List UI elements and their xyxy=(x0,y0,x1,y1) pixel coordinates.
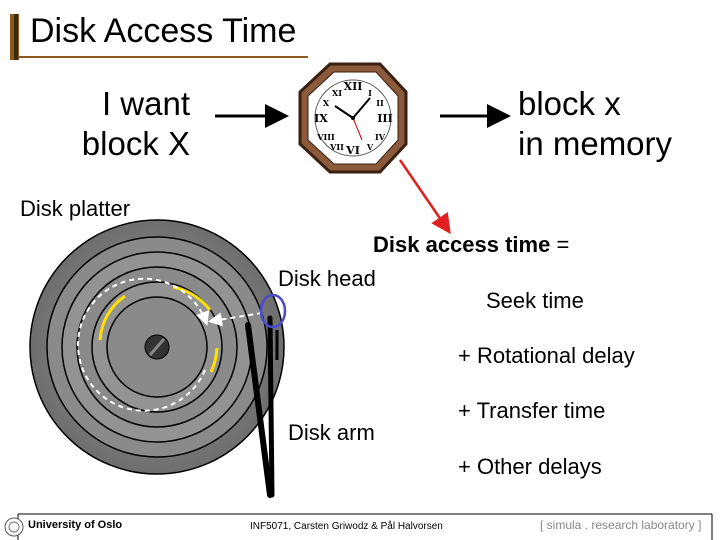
formula-item-rotational: + Rotational delay xyxy=(458,343,635,368)
svg-text:I: I xyxy=(368,88,372,98)
request-text: I want block X xyxy=(72,84,190,164)
svg-text:VII: VII xyxy=(329,142,344,152)
result-line-2: in memory xyxy=(518,125,673,162)
svg-text:XII: XII xyxy=(344,80,363,93)
footer-university: University of Oslo xyxy=(28,519,123,531)
request-line-2: block X xyxy=(81,125,190,162)
formula-heading-rest: = xyxy=(550,232,570,257)
clock-icon: XII III VI IX XI I II IV V VII VIII X xyxy=(298,62,408,174)
formula-heading: Disk access time = xyxy=(373,232,569,258)
disk-head-marker xyxy=(259,293,287,329)
slide-title: Disk Access Time xyxy=(30,12,297,50)
svg-text:III: III xyxy=(377,112,392,125)
svg-text:V: V xyxy=(366,142,374,152)
svg-text:X: X xyxy=(323,98,330,108)
formula-item-other: + Other delays xyxy=(458,454,602,479)
access-time-arrow xyxy=(398,159,451,235)
disk-arm xyxy=(245,315,279,498)
request-line-1: I want xyxy=(101,85,190,122)
formula-item-transfer: + Transfer time xyxy=(458,398,606,423)
disk-platter xyxy=(29,219,285,475)
svg-text:IX: IX xyxy=(314,112,328,125)
formula-heading-bold: Disk access time xyxy=(373,232,551,257)
title-underline xyxy=(18,56,308,58)
svg-text:XI: XI xyxy=(332,88,342,98)
footer-authors: INF5071, Carsten Griwodz & Pål Halvorsen xyxy=(250,521,443,532)
disk-platter-label: Disk platter xyxy=(20,196,131,221)
svg-text:II: II xyxy=(376,98,384,108)
result-text: block x in memory xyxy=(518,84,672,164)
footer-simula-logo: [ simula . research laboratory ] xyxy=(540,518,702,532)
disk-arm-label: Disk arm xyxy=(288,420,375,445)
svg-text:IV: IV xyxy=(375,132,386,142)
formula-item-seek: Seek time xyxy=(486,288,584,313)
result-line-1: block x xyxy=(518,85,621,122)
svg-text:VIII: VIII xyxy=(316,132,335,142)
title-accent-bar-inner xyxy=(14,14,18,60)
svg-text:VI: VI xyxy=(345,144,360,157)
university-seal-icon xyxy=(4,517,24,537)
disk-head-label: Disk head xyxy=(278,266,376,291)
